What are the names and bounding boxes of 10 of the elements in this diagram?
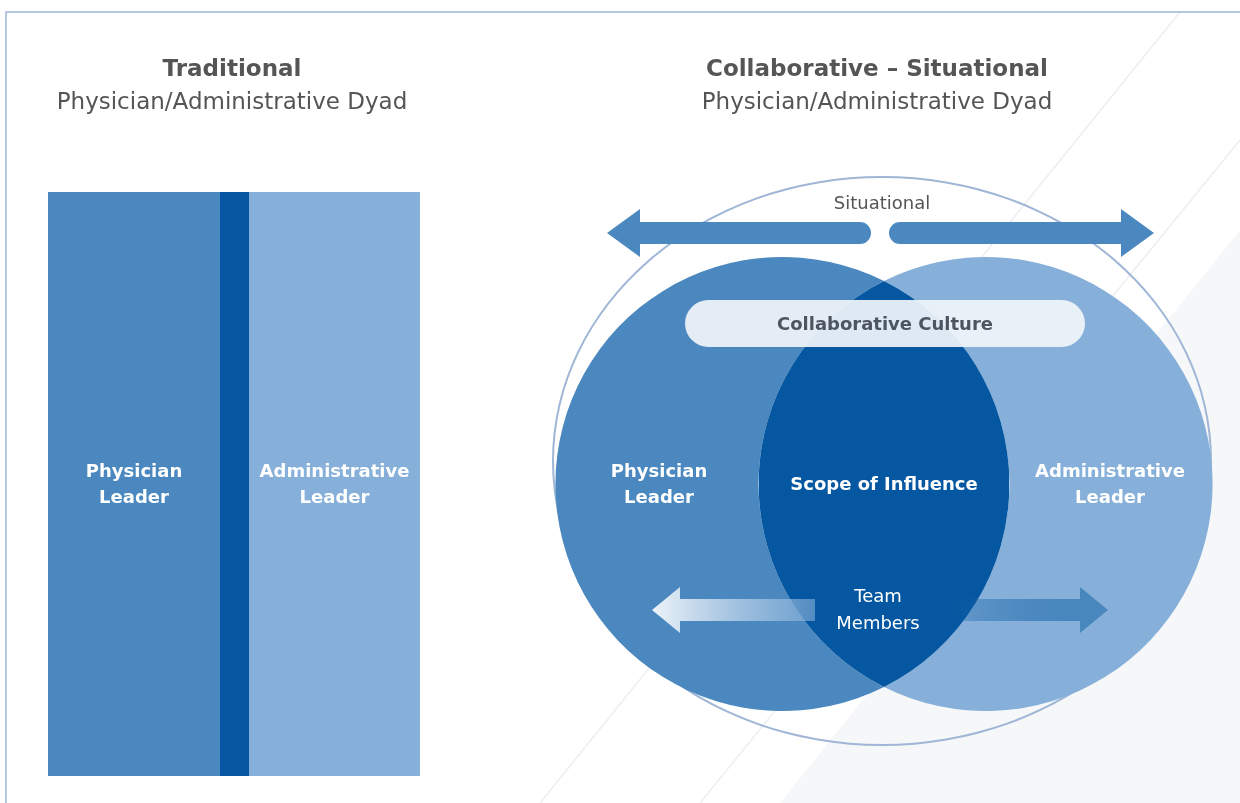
culture-pill: Collaborative Culture	[685, 300, 1085, 347]
panel-heading: Traditional	[162, 55, 302, 81]
panel-subheading: Physician/Administrative Dyad	[56, 88, 408, 114]
leader-box: Administrative Leader	[249, 192, 420, 776]
leader-box: Physician Leader	[48, 192, 220, 776]
outer-ellipse	[552, 176, 1212, 746]
ellipse-label: Situational	[832, 191, 932, 215]
panel-subheading: Physician/Administrative Dyad	[701, 88, 1053, 114]
panel-heading: Collaborative – Situational	[706, 55, 1048, 81]
divider-bar	[220, 192, 249, 776]
